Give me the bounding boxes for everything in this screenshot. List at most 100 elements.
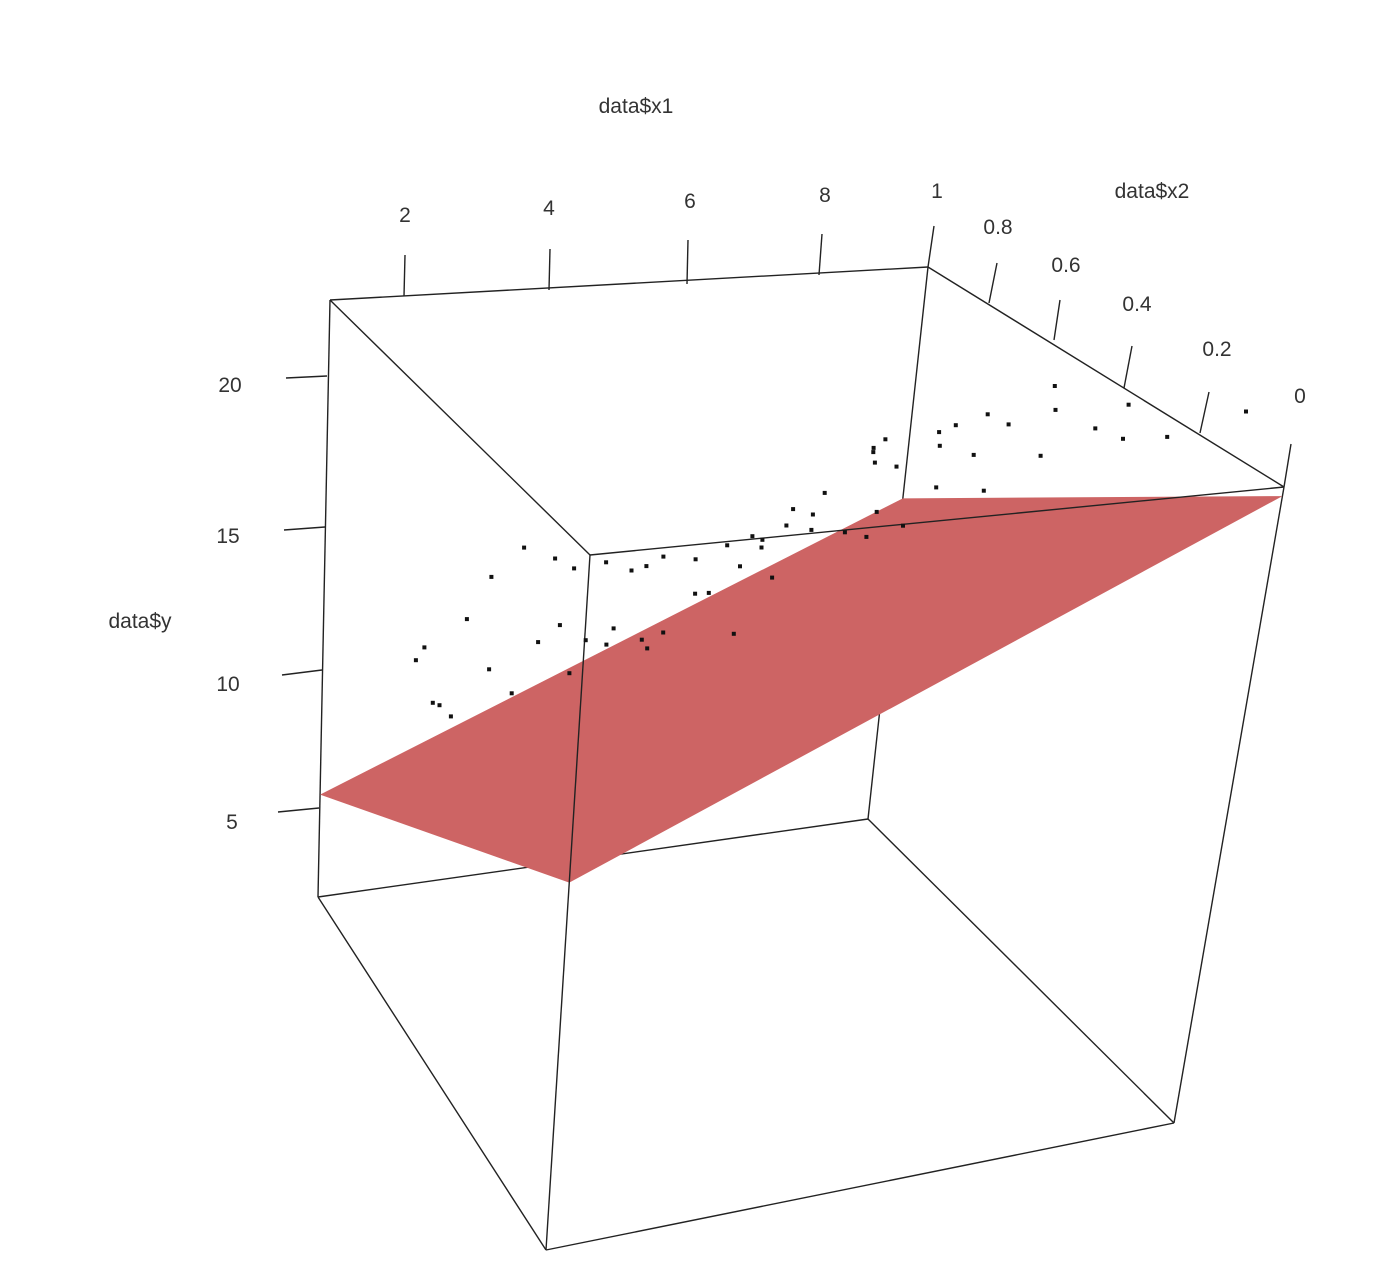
box-edge	[317, 299, 331, 898]
data-point	[750, 534, 755, 539]
box-edge	[867, 818, 1175, 1124]
x2-tick-label: 0.4	[1122, 293, 1152, 316]
regression-plane	[320, 496, 1283, 883]
regression-plane-surface	[320, 496, 1283, 883]
data-point	[693, 591, 698, 596]
box-edge	[545, 554, 591, 1251]
x1-tick-label: 8	[819, 184, 831, 207]
data-point	[874, 509, 879, 514]
box-edge	[317, 896, 547, 1251]
tick-mark	[818, 233, 823, 276]
x2-tick-label: 1	[931, 180, 943, 203]
tick-mark	[988, 262, 998, 304]
data-point	[871, 445, 876, 450]
x2-tick-label: 0	[1294, 385, 1306, 408]
data-point	[810, 512, 815, 517]
data-point	[791, 507, 796, 512]
box-back-edges	[317, 266, 1285, 1251]
data-point	[822, 490, 827, 495]
data-point	[981, 488, 986, 493]
data-point	[583, 638, 588, 643]
tick-mark	[1199, 391, 1210, 434]
tick-mark	[927, 225, 935, 268]
data-point	[604, 642, 609, 647]
tick-mark	[1053, 299, 1061, 341]
data-point	[784, 523, 789, 528]
y-tick-label: 20	[218, 374, 241, 397]
data-point	[864, 534, 869, 539]
data-point	[661, 630, 666, 635]
data-point	[1006, 422, 1011, 427]
x1-axis-title: data$x1	[599, 95, 674, 118]
box-edge	[329, 299, 591, 556]
data-point	[872, 460, 877, 465]
tick-mark	[277, 807, 320, 813]
data-point	[487, 667, 492, 672]
data-point	[1038, 453, 1043, 458]
data-point	[1126, 402, 1131, 407]
box-edge	[329, 266, 929, 301]
data-points	[413, 384, 1248, 719]
x2-tick-label: 0.6	[1051, 254, 1080, 277]
data-point	[604, 560, 609, 565]
data-point	[413, 658, 418, 663]
tick-mark	[1283, 443, 1292, 488]
data-point	[1093, 426, 1098, 431]
y-tick-label: 15	[216, 525, 239, 548]
data-point	[448, 714, 453, 719]
data-point	[760, 537, 765, 542]
data-point	[437, 703, 442, 708]
y-tick-label: 5	[226, 811, 238, 834]
data-point	[937, 443, 942, 448]
data-point	[644, 564, 649, 569]
data-point	[842, 530, 847, 535]
data-point	[725, 543, 730, 548]
data-point	[693, 557, 698, 562]
y-axis-title: data$y	[108, 610, 172, 633]
x1-tick-label: 6	[684, 190, 696, 213]
tick-mark	[548, 248, 551, 291]
data-point	[953, 423, 958, 428]
data-point	[464, 617, 469, 622]
x1-tick-label: 4	[543, 197, 555, 220]
data-point	[557, 623, 562, 628]
data-point	[770, 575, 775, 580]
data-point	[1244, 409, 1248, 414]
tick-mark	[285, 375, 328, 379]
data-point	[611, 626, 616, 631]
data-point	[894, 464, 899, 469]
data-point	[937, 430, 942, 435]
data-point	[985, 412, 990, 417]
data-point	[883, 437, 888, 442]
data-point	[1053, 407, 1058, 412]
x2-tick-label: 0.2	[1202, 338, 1231, 361]
data-point	[629, 568, 634, 573]
data-point	[738, 564, 742, 569]
data-point	[645, 646, 650, 651]
box-edge	[927, 266, 1285, 488]
x1-tick-label: 2	[399, 204, 411, 227]
data-point	[809, 527, 814, 532]
data-point	[522, 545, 527, 550]
data-point	[901, 523, 905, 528]
axis-ticks	[277, 225, 1292, 813]
data-point	[422, 645, 427, 650]
data-point	[553, 556, 558, 561]
x2-axis-title: data$x2	[1115, 180, 1190, 203]
data-point	[489, 574, 494, 579]
x2-tick-label: 0.8	[983, 216, 1012, 239]
data-point	[1052, 384, 1057, 388]
data-point	[430, 700, 435, 705]
data-point	[567, 671, 572, 676]
data-point	[759, 545, 764, 550]
data-point	[706, 590, 711, 595]
data-point	[509, 691, 514, 696]
box-front-edges	[329, 299, 1285, 1251]
tick-mark	[403, 254, 406, 297]
data-point	[572, 566, 577, 571]
box-edge	[589, 486, 1285, 556]
y-tick-label: 10	[216, 673, 239, 696]
tick-mark	[1123, 345, 1133, 389]
data-point	[536, 640, 541, 645]
